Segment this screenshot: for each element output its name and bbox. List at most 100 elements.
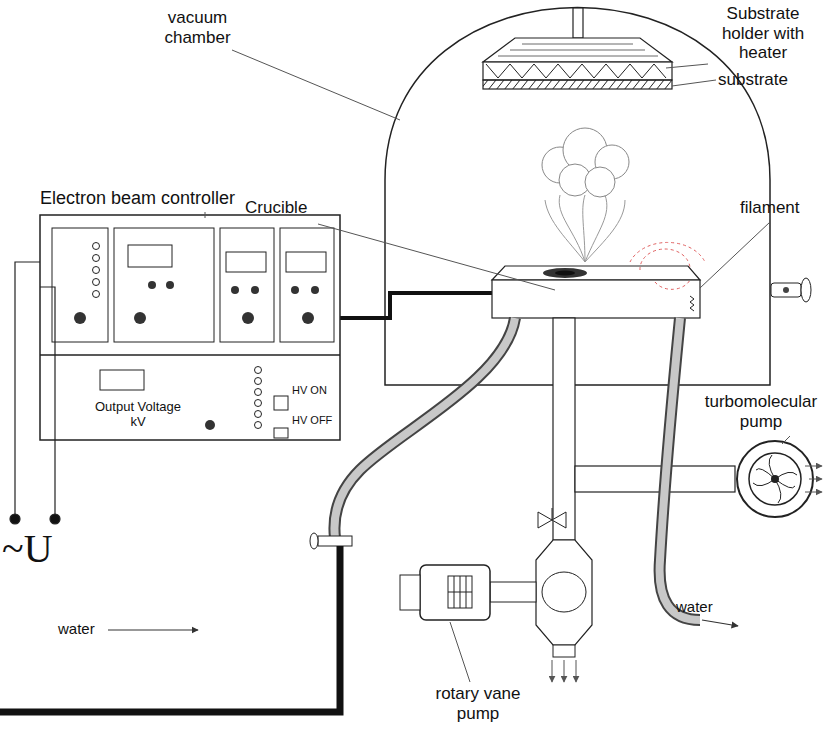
water-hoses-part	[334, 318, 515, 538]
electron-beam-controller-part-part	[286, 252, 326, 272]
turbomolecular-pump-part	[809, 479, 822, 480]
turbomolecular-pump-part	[771, 475, 779, 483]
rotary-vane-pump-part	[536, 540, 592, 645]
vapour-plume-part	[585, 167, 615, 197]
leader-lines-part	[450, 622, 470, 682]
electron-beam-controller-part	[40, 215, 340, 440]
vapour-plume	[542, 128, 629, 262]
rotary-vane-pump-part	[448, 576, 472, 608]
electron-beam-controller-part-part	[231, 286, 239, 294]
part-label: Substrate holder with heater	[705, 4, 821, 63]
electron-beam-controller-part-part	[311, 286, 319, 294]
rotary-vane-pump-part	[542, 572, 586, 612]
electron-beam-controller-part-part	[226, 252, 266, 272]
mains-leads-part	[10, 514, 20, 524]
crucible-block-part	[492, 280, 700, 318]
electron-beam-controller	[40, 215, 340, 440]
side-port-part	[783, 287, 789, 293]
electron-beam-controller-part	[52, 228, 108, 342]
electron-beam-controller-part-part	[93, 255, 100, 262]
part-label: Crucible	[245, 198, 335, 218]
rotary-vane-pump-part	[490, 582, 536, 602]
crucible-block-part	[555, 271, 575, 276]
electron-beam-controller-part-part	[255, 400, 262, 407]
leader-lines-part	[232, 50, 400, 120]
leader-lines-part	[318, 224, 555, 290]
electron-beam-controller-part	[100, 370, 144, 390]
flow-label: water	[676, 598, 736, 615]
electron-beam-controller-part-part	[74, 312, 86, 324]
substrate-holder-part	[483, 80, 672, 89]
rotary-vane-pump-part	[553, 645, 575, 657]
rotary-vane-pump-part	[564, 660, 565, 682]
electron-beam-controller-part-part	[255, 378, 262, 385]
pump-line	[538, 318, 735, 540]
pump-line-part	[553, 318, 575, 540]
water-hoses	[0, 318, 738, 712]
mains-leads	[10, 262, 60, 524]
mains-leads-part	[40, 287, 55, 514]
electron-beam-controller-part	[40, 354, 340, 356]
rotary-vane-pump-part	[400, 575, 420, 610]
water-hoses-part	[660, 318, 700, 620]
leader-lines	[205, 50, 790, 682]
electron-beam-controller-part-part	[93, 267, 100, 274]
rotary-vane-pump-part	[576, 660, 577, 682]
electron-beam-controller-part	[255, 367, 289, 439]
substrate-holder-part	[483, 38, 672, 62]
electron-beam-controller-part	[280, 228, 334, 342]
electron-beam-controller-part	[114, 228, 214, 342]
electron-beam-controller-part-part	[291, 286, 299, 294]
water-hoses-part	[702, 620, 738, 626]
electron-beam-controller-part-part	[166, 281, 174, 289]
vacuum-chamber-part	[385, 8, 770, 386]
turbomolecular-pump-part	[737, 441, 813, 517]
leader-lines-part	[672, 80, 716, 86]
mains-leads-part	[50, 514, 60, 524]
electron-beam-controller-part-part	[93, 279, 100, 286]
rotary-vane-pump	[400, 540, 592, 682]
part-label: vacuum chamber	[150, 8, 245, 47]
crucible-block-part	[492, 266, 700, 280]
leader-lines-part	[666, 64, 708, 68]
panel-label: Output Voltage kV	[88, 400, 188, 430]
leader-lines-part	[700, 222, 770, 288]
electron-beam-controller-part-part	[274, 428, 288, 438]
electron-beam-controller-part-part	[93, 243, 100, 250]
vacuum-chamber-part	[573, 8, 583, 38]
part-label: filament	[740, 198, 822, 218]
electron-beam-controller-part-part	[255, 389, 262, 396]
rotary-vane-pump-part	[552, 660, 553, 682]
crucible-block-part	[690, 296, 694, 311]
mains-leads-part	[15, 262, 40, 514]
part-label: turbomolecular pump	[700, 392, 822, 431]
electron-beam-controller-part-part	[134, 312, 146, 324]
turbomolecular-pump	[737, 441, 822, 517]
rotary-vane-pump-part	[448, 576, 472, 608]
electron-beam-controller-part-part	[128, 245, 172, 267]
water-hoses-part	[108, 629, 198, 630]
side-port-part	[801, 278, 811, 302]
leader-lines-part	[205, 212, 206, 218]
water-hoses-part	[334, 318, 515, 538]
pump-line-part	[538, 512, 552, 528]
water-hoses-part	[310, 533, 318, 549]
electron-beam-controller-part-part	[251, 286, 259, 294]
electron-beam-controller-part	[220, 228, 274, 342]
turbomolecular-pump-part	[749, 453, 801, 505]
pump-line-part	[552, 508, 553, 520]
pump-line-part	[552, 512, 566, 528]
electron-beam-controller-part-part	[242, 312, 254, 324]
rotary-vane-pump-part	[420, 565, 490, 620]
turbomolecular-pump-part	[805, 492, 822, 493]
electron-beam-controller-part-part	[93, 291, 100, 298]
electron-beam-controller-part-part	[274, 396, 288, 410]
side-port-part	[771, 283, 801, 297]
substrate-holder-part	[486, 64, 666, 78]
substrate-holder	[483, 38, 672, 89]
substrate-holder-part	[498, 44, 658, 56]
water-hoses-part	[660, 318, 700, 620]
supply-symbol: ~U	[2, 526, 82, 572]
